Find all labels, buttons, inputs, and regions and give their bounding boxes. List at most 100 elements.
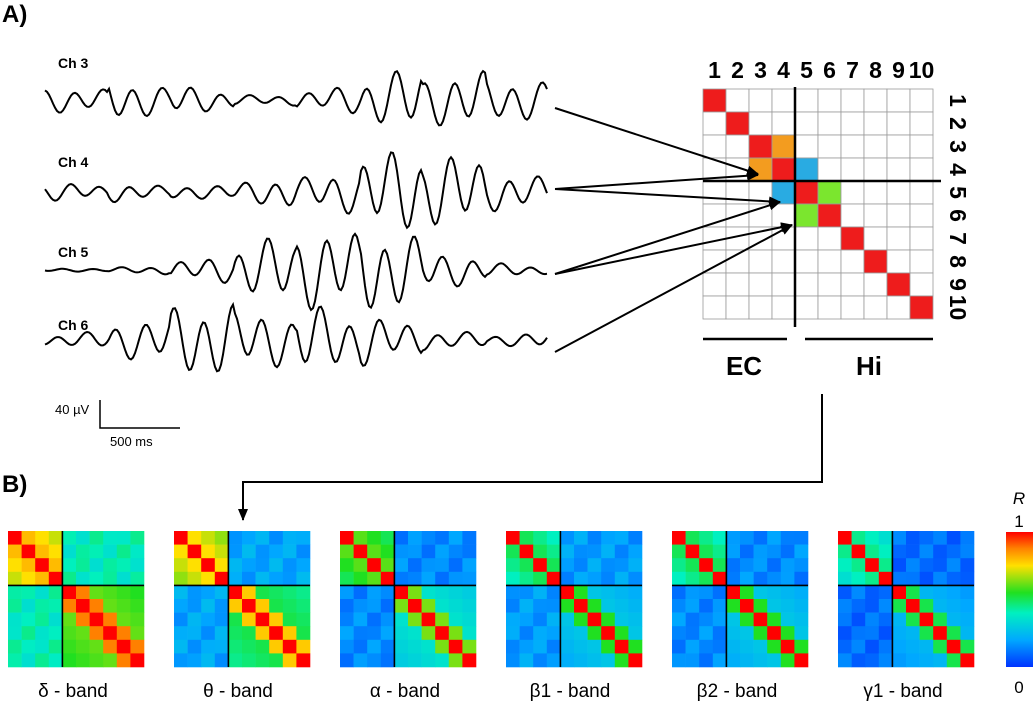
scale-bar bbox=[99, 400, 180, 429]
heatmap-cell bbox=[780, 612, 795, 627]
heatmap-cell bbox=[21, 653, 36, 668]
matrix-column-index: 2 bbox=[731, 57, 744, 83]
heatmap-cell bbox=[421, 558, 436, 573]
heatmap-cell bbox=[380, 599, 395, 613]
heatmap-cell bbox=[8, 626, 22, 641]
heatmap-cell bbox=[282, 571, 297, 586]
heatmap-cell bbox=[699, 639, 714, 654]
heatmap-cell bbox=[878, 653, 893, 668]
heatmap-cell bbox=[506, 626, 520, 641]
heatmap-cell bbox=[48, 531, 63, 545]
heatmap-cell bbox=[62, 544, 77, 559]
heatmap-cell bbox=[946, 558, 961, 573]
heatmap-cell bbox=[353, 558, 368, 573]
heatmap-cell bbox=[8, 531, 22, 545]
heatmap-cell bbox=[933, 612, 948, 627]
heatmap-cell bbox=[89, 612, 104, 627]
heatmap-cell bbox=[380, 544, 395, 559]
heatmap-cell bbox=[462, 612, 477, 627]
matrix-cell bbox=[725, 88, 750, 113]
heatmap-cell bbox=[712, 571, 727, 586]
heatmap-cell bbox=[780, 639, 795, 654]
heatmap-cell bbox=[296, 571, 311, 586]
heatmap-cell bbox=[919, 612, 934, 627]
heatmap-cell bbox=[380, 531, 395, 545]
heatmap-cell bbox=[394, 544, 409, 559]
heatmap-cell bbox=[408, 585, 422, 600]
heatmap-cell bbox=[892, 653, 907, 668]
heatmap-cell bbox=[448, 585, 463, 600]
heatmap-cell bbox=[685, 639, 700, 654]
heatmap-cell bbox=[533, 599, 548, 613]
heatmap-cell bbox=[753, 571, 768, 586]
trace-ch4 bbox=[44, 151, 548, 230]
heatmap-cell bbox=[628, 653, 643, 668]
heatmap-cell bbox=[587, 544, 602, 559]
heatmap-cell bbox=[130, 599, 145, 613]
heatmap-cell bbox=[587, 653, 602, 668]
heatmap-cell bbox=[201, 599, 216, 613]
matrix-cell bbox=[863, 272, 888, 297]
heatmap-cell bbox=[851, 571, 866, 586]
heatmap-cell bbox=[21, 612, 36, 627]
matrix-cell bbox=[702, 295, 727, 320]
heatmap-cell bbox=[838, 612, 852, 627]
heatmap-cell bbox=[367, 639, 382, 654]
connectivity-matrix bbox=[702, 87, 941, 327]
heatmap-cell bbox=[421, 571, 436, 586]
heatmap-cell bbox=[353, 612, 368, 627]
heatmap-cell bbox=[753, 531, 768, 545]
matrix-cell bbox=[886, 226, 911, 251]
matrix-cell bbox=[794, 157, 819, 182]
heatmap-cell bbox=[726, 599, 741, 613]
heatmap-cell bbox=[103, 653, 118, 668]
heatmap-cell bbox=[48, 626, 63, 641]
heatmap-cell bbox=[506, 571, 520, 586]
heatmap-cell bbox=[255, 544, 270, 559]
matrix-cell bbox=[817, 226, 842, 251]
heatmap-cell bbox=[892, 531, 907, 545]
heatmap-cell bbox=[560, 612, 575, 627]
heatmap-cell bbox=[767, 653, 782, 668]
heatmap-cell bbox=[214, 531, 229, 545]
heatmap-cell bbox=[408, 653, 422, 668]
matrix-cell bbox=[702, 111, 727, 136]
heatmap-cell bbox=[214, 653, 229, 668]
heatmap-cell bbox=[780, 531, 795, 545]
matrix-cell bbox=[817, 272, 842, 297]
heatmap-cell bbox=[353, 639, 368, 654]
matrix-cell bbox=[840, 249, 865, 274]
heatmap-cell bbox=[506, 585, 520, 600]
heatmap-cell bbox=[174, 531, 188, 545]
heatmap-cell bbox=[851, 558, 866, 573]
heatmap-cell bbox=[394, 585, 409, 600]
heatmap-cell bbox=[574, 612, 588, 627]
heatmap-cell bbox=[587, 585, 602, 600]
heatmap-cell bbox=[435, 612, 450, 627]
matrix-row-index: 8 bbox=[945, 255, 971, 268]
band-label-beta1: β1 - band bbox=[530, 681, 611, 702]
matrix-cell bbox=[748, 272, 773, 297]
heatmap-cell bbox=[462, 599, 477, 613]
heatmap-cell bbox=[462, 544, 477, 559]
heatmap-cell bbox=[946, 531, 961, 545]
heatmap-cell bbox=[865, 585, 880, 600]
matrix-cell bbox=[748, 157, 773, 182]
heatmap-cell bbox=[255, 585, 270, 600]
heatmap-cell bbox=[753, 558, 768, 573]
heatmap-cell bbox=[62, 599, 77, 613]
matrix-cell bbox=[725, 134, 750, 159]
heatmap-cell bbox=[546, 544, 561, 559]
heatmap-band-0 bbox=[8, 531, 145, 668]
heatmap-cell bbox=[62, 558, 77, 573]
heatmap-cell bbox=[228, 571, 243, 586]
heatmap-cell bbox=[699, 653, 714, 668]
heatmap-cell bbox=[906, 531, 920, 545]
heatmap-cell bbox=[726, 585, 741, 600]
heatmap-cell bbox=[116, 544, 131, 559]
heatmap-cell bbox=[794, 626, 809, 641]
matrix-cell bbox=[863, 88, 888, 113]
heatmap-cell bbox=[242, 571, 256, 586]
panel-b-label: B) bbox=[2, 471, 27, 498]
heatmap-cell bbox=[685, 585, 700, 600]
